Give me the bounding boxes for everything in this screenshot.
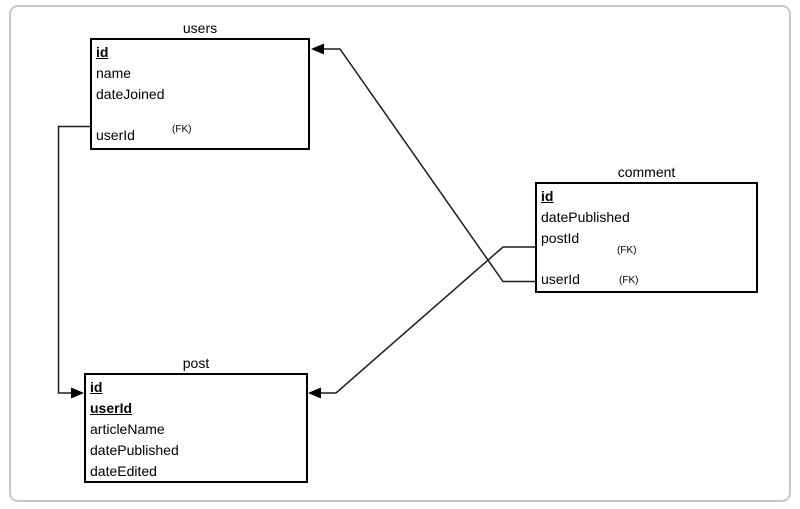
field-id: id	[96, 44, 109, 60]
relationship-line-comment-users[interactable]	[324, 48, 535, 283]
field-id: id	[90, 379, 103, 395]
field-userId: userId	[90, 400, 133, 416]
fk-label-users-userid: (FK)	[172, 124, 192, 135]
field-datePublished: datePublished	[541, 209, 630, 225]
fk-label-comment-postid: (FK)	[617, 245, 637, 256]
arrowhead-into-post-right	[308, 387, 321, 399]
table-title-users: users	[182, 20, 218, 36]
field-userId: userId	[541, 271, 580, 287]
table-title-post: post	[182, 355, 210, 371]
relationship-line-comment-post[interactable]	[321, 246, 535, 394]
field-list-users: id name dateJoined userId	[92, 40, 308, 146]
table-box-users[interactable]: id name dateJoined userId (FK)	[90, 38, 310, 150]
field-userId: userId	[96, 127, 135, 143]
entity-users: users id name dateJoined userId (FK)	[90, 20, 310, 150]
table-box-comment[interactable]: id datePublished postId userId (FK) (FK)	[535, 182, 758, 293]
field-dateJoined: dateJoined	[96, 86, 165, 102]
table-title-comment: comment	[617, 164, 676, 180]
field-dateEdited: dateEdited	[90, 463, 157, 479]
arrowhead-into-users	[311, 43, 324, 55]
field-postId: postId	[541, 230, 580, 246]
field-list-comment: id datePublished postId userId	[537, 184, 756, 290]
field-datePublished: datePublished	[90, 442, 179, 458]
fk-label-comment-userid: (FK)	[619, 275, 639, 286]
field-name: name	[96, 65, 132, 81]
diagram-frame	[9, 5, 791, 502]
entity-post: post id userId articleName datePublished dat…	[84, 355, 308, 483]
field-list-post: id userId articleName datePublished dateEdit…	[86, 375, 306, 482]
arrowhead-into-post-left	[71, 387, 84, 399]
relationship-line-users-post[interactable]	[57, 125, 91, 394]
field-articleName: articleName	[90, 421, 165, 437]
entity-comment: comment id datePublished postId userId (FK)…	[535, 164, 758, 293]
table-box-post[interactable]: id userId articleName datePublished dateEdit…	[84, 373, 308, 483]
field-id: id	[541, 188, 554, 204]
